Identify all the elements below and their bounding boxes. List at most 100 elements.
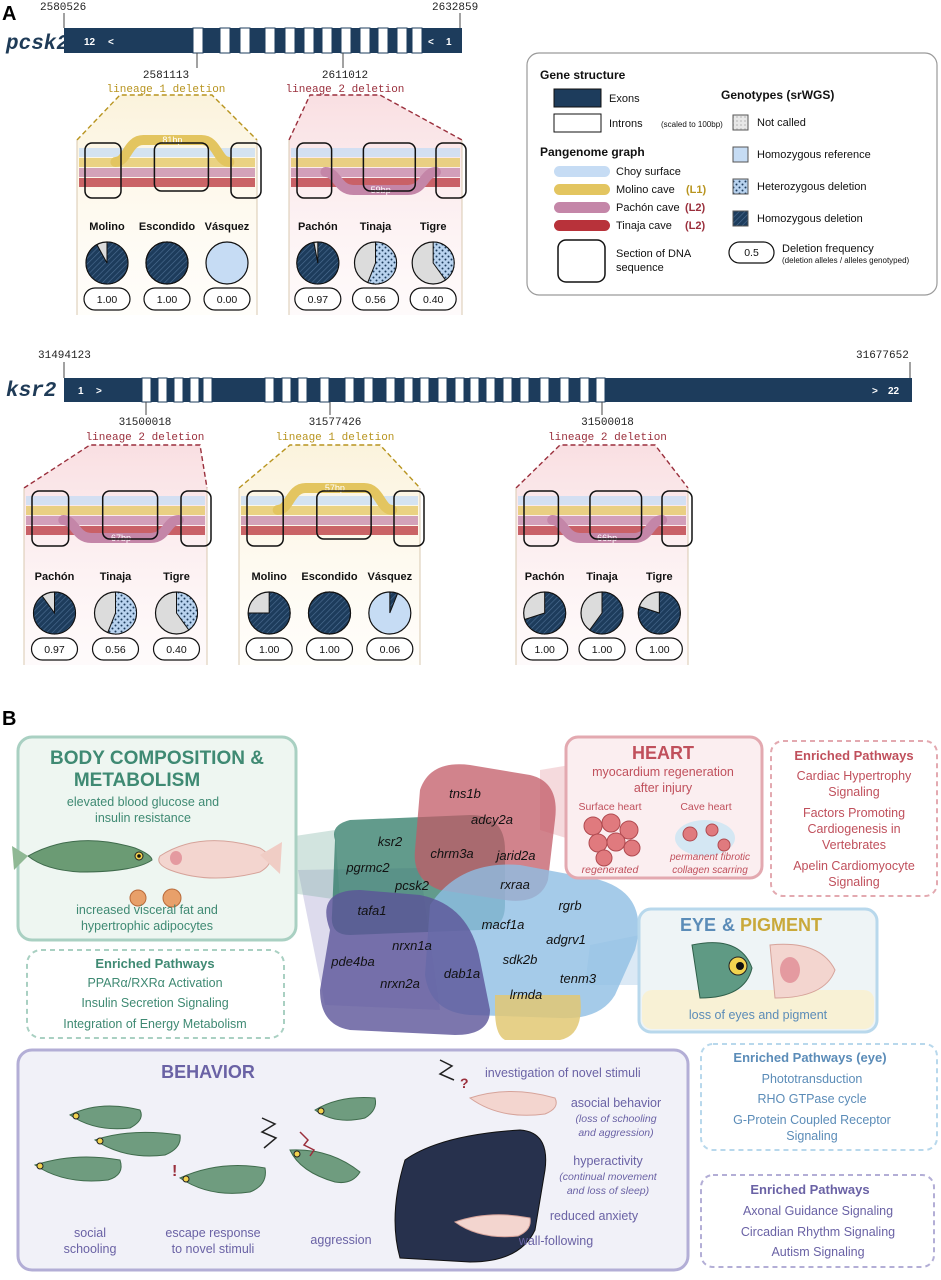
population-label: Pachón	[298, 221, 338, 233]
heart-cave-label: Cave heart	[680, 801, 731, 813]
pangenome-strand	[291, 168, 460, 177]
deletion-bypass-path	[272, 483, 398, 515]
eye-pathways-box: Enriched Pathways (eye) Phototransductio…	[700, 1043, 938, 1151]
deletion-frequency-value: 1.00	[592, 644, 613, 656]
legend-molino-label: Molino cave	[616, 184, 675, 196]
behavior-escape-1: escape response	[165, 1226, 260, 1240]
ksr2-intron-block	[454, 377, 465, 403]
population-label: Vásquez	[205, 221, 250, 233]
population-label: Vásquez	[368, 571, 413, 583]
gene-label-ksr2: ksr2	[378, 834, 403, 849]
cave-fish-head-illustration	[769, 943, 836, 999]
ksr2-intron-block	[485, 377, 496, 403]
body-pathways-title: Enriched Pathways	[95, 956, 214, 971]
ksr2-intron-block	[281, 377, 292, 403]
genotype-pie-slice	[432, 241, 455, 281]
heart-pathway-1a: Cardiac Hypertrophy	[797, 769, 912, 783]
genotype-pie-slice	[107, 591, 137, 635]
cave-fish-illustration	[158, 840, 282, 908]
deletion-coord: 2611012	[322, 70, 368, 82]
pangenome-strand	[79, 168, 255, 177]
behavior-social-1: social	[74, 1226, 106, 1240]
heart-pathways-title: Enriched Pathways	[794, 748, 913, 763]
heart-scar-2: collagen scarring	[672, 865, 748, 876]
deletion-frequency-value: 0.56	[105, 644, 126, 656]
deletion-bp-label: 66bp	[597, 533, 617, 543]
deletion-frequency-value: 0.40	[166, 644, 187, 656]
zoom-outline	[238, 444, 421, 489]
panel-a-letter: A	[2, 3, 16, 25]
dna-section-box	[31, 490, 70, 547]
deletion-frequency-value: 1.00	[157, 294, 178, 306]
pcsk2-intron-block	[359, 27, 371, 54]
dna-section-box	[393, 490, 425, 547]
behavior-pathways-box: Enriched Pathways Axonal Guidance Signal…	[700, 1174, 935, 1268]
ksr2-intron-block	[437, 377, 448, 403]
legend-hom-ref-label: Homozygous reference	[757, 149, 871, 161]
legend-introns-label: Introns	[609, 118, 643, 130]
behavior-pathway-2: Circadian Rhythm Signaling	[741, 1225, 895, 1239]
ksr2-intron-block	[539, 377, 550, 403]
eye-pathways-title: Enriched Pathways (eye)	[733, 1050, 886, 1065]
legend-pachon-tag: (L2)	[685, 202, 706, 214]
svg-text:!: !	[172, 1163, 177, 1180]
population-label: Molino	[89, 221, 125, 233]
pangenome-strand	[518, 526, 686, 535]
body-foot-1: increased visceral fat and	[76, 903, 218, 917]
legend-gene-structure-title: Gene structure	[540, 68, 626, 82]
pcsk2-start-coord: 2580526	[40, 2, 86, 14]
pcsk2-gene-track	[64, 27, 462, 54]
behavior-pathways-title: Enriched Pathways	[750, 1182, 869, 1197]
ksr2-intron-block	[559, 377, 570, 403]
deletion-frequency-value: 1.00	[97, 294, 118, 306]
dna-section-box	[362, 142, 417, 192]
dna-section-box	[153, 142, 210, 192]
deletion-bp-label: 81bp	[162, 135, 182, 145]
pcsk2-intron-block	[192, 27, 204, 54]
pangenome-strand	[291, 158, 460, 167]
ksr2-gene-name: ksr2	[6, 380, 57, 403]
heart-scar-1: permanent fibrotic	[669, 852, 750, 863]
deletion-bypass-path	[110, 135, 235, 167]
legend-tinaja-label: Tinaja cave	[616, 220, 672, 232]
panel-b-letter: B	[2, 708, 16, 730]
heart-title: HEART	[632, 743, 694, 763]
dna-section-box	[246, 490, 284, 547]
deletion-frequency-pill	[152, 637, 201, 661]
population-label: Escondido	[139, 221, 196, 233]
deletion-frequency-value: 1.00	[649, 644, 670, 656]
legend-freq-label: Deletion frequency	[782, 243, 874, 255]
deletion-bypass-path	[320, 167, 441, 195]
body-title-1: BODY COMPOSITION &	[50, 748, 264, 769]
pangenome-strand	[291, 148, 460, 157]
ksr2-exon-left: 1	[78, 386, 84, 397]
legend-introns-note: (scaled to 100bp)	[661, 120, 723, 129]
ksr2-intron-block	[319, 377, 330, 403]
dna-section-box	[180, 490, 212, 547]
ksr2-intron-block	[502, 377, 513, 403]
eye-title: EYE	[680, 915, 716, 935]
population-label: Tigre	[646, 571, 673, 583]
body-pathway-3: Integration of Energy Metabolism	[63, 1017, 246, 1031]
population-label: Tigre	[420, 221, 447, 233]
legend-pachon-label: Pachón cave	[616, 202, 680, 214]
body-pathway-1: PPARα/RXRα Activation	[87, 976, 222, 990]
deletion-bp-label: 67bp	[111, 533, 131, 543]
deletion-frequency-pill	[143, 287, 191, 311]
deletion-lineage-label: lineage 2 deletion	[548, 432, 667, 444]
pcsk2-intron-block	[219, 27, 231, 54]
deletion-frequency-value: 1.00	[259, 644, 280, 656]
legend-hom-del-label: Homozygous deletion	[757, 213, 863, 225]
behavior-asocial-note-1: (loss of schooling	[575, 1113, 656, 1125]
svg-text:?: ?	[460, 1075, 469, 1091]
pcsk2-arrow-right: <	[428, 37, 434, 48]
genotype-pie-slice	[367, 241, 397, 285]
deletion-frequency-pill	[91, 637, 140, 661]
pangenome-strand	[518, 516, 686, 525]
legend-molino-swatch	[554, 184, 610, 195]
legend-molino-tag: (L1)	[686, 184, 707, 196]
population-label: Molino	[251, 571, 287, 583]
